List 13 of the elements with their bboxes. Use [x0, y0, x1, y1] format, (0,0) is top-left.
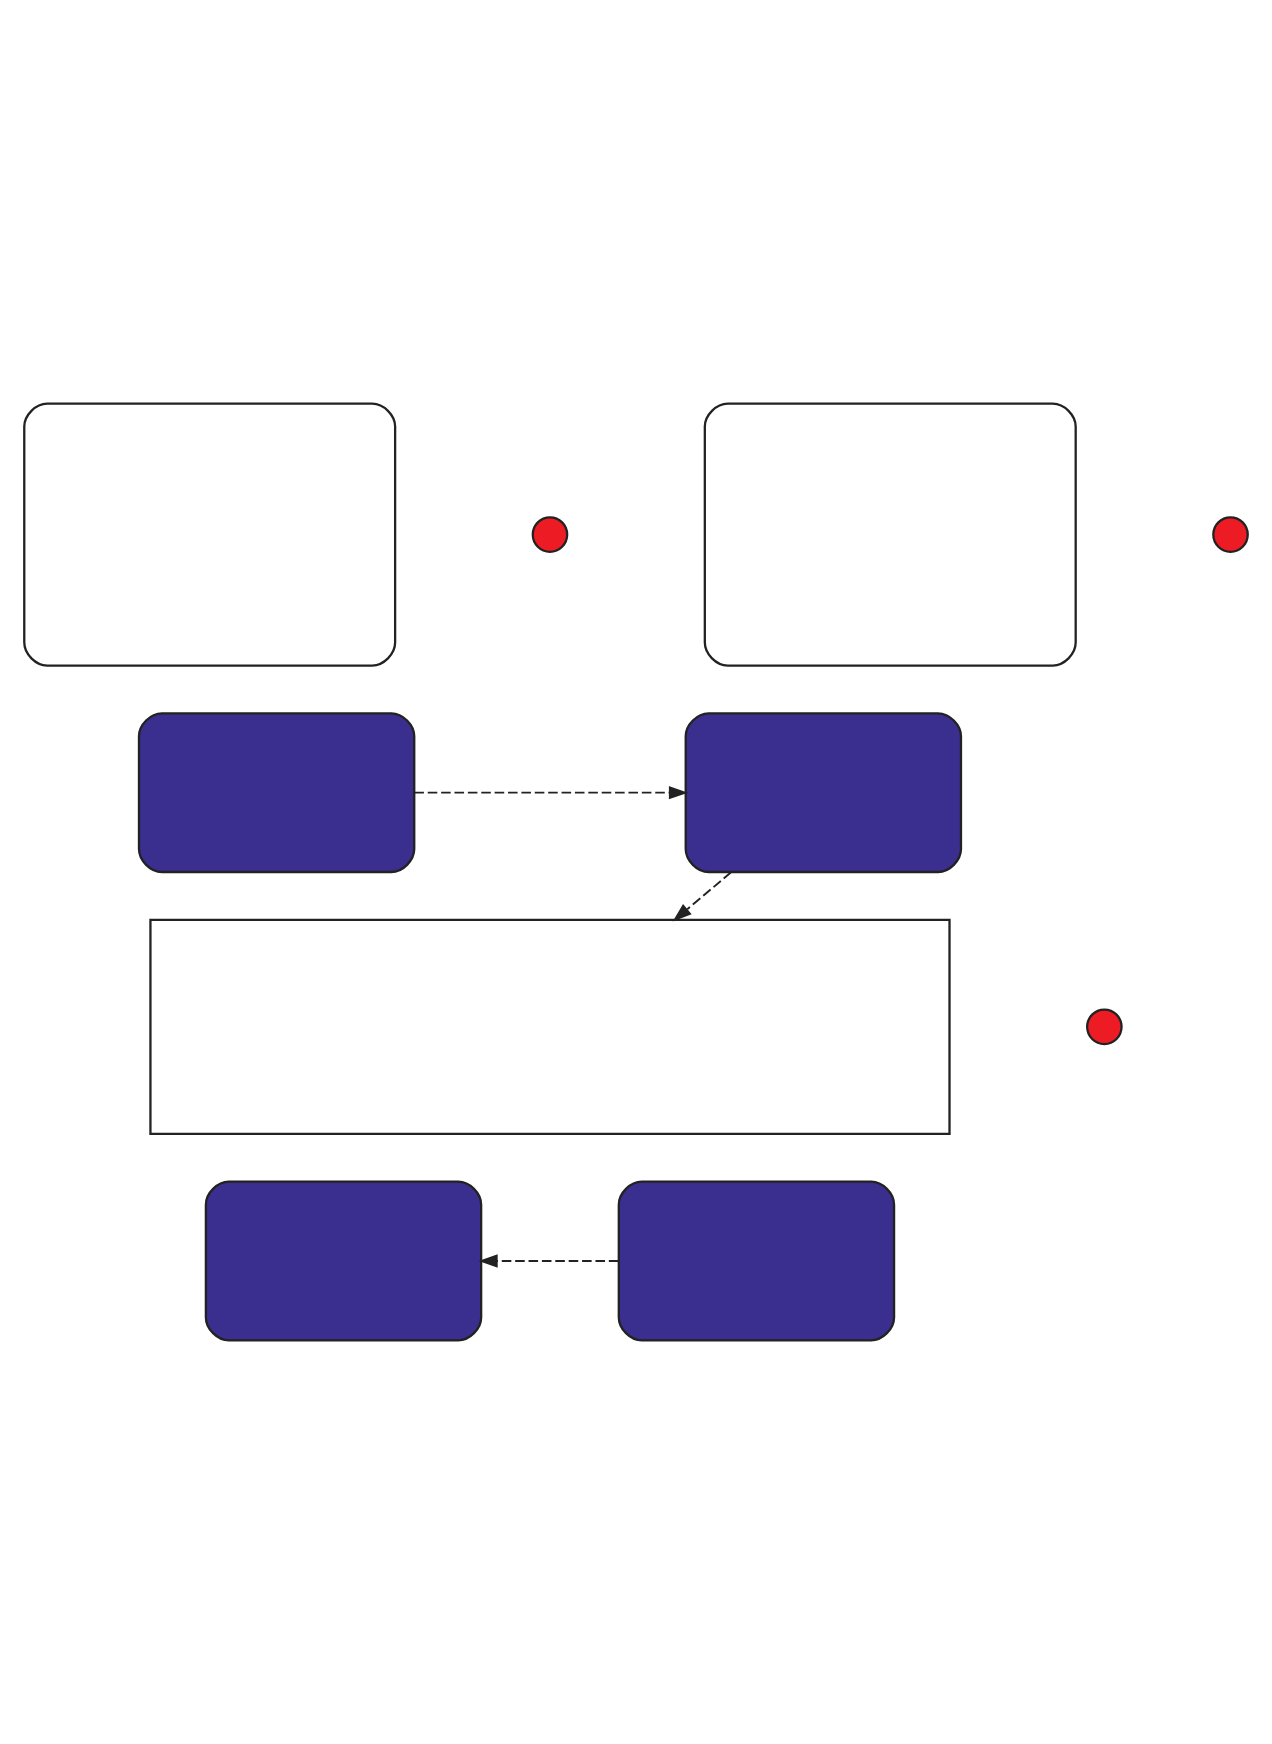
- node-box: [617, 1180, 896, 1342]
- node-box: [684, 712, 963, 874]
- node-circle: [1086, 1008, 1123, 1046]
- node-box: [204, 1180, 483, 1342]
- arrow: [478, 1254, 620, 1268]
- node-box: [23, 402, 397, 667]
- arrow: [672, 871, 732, 922]
- node-circle: [531, 516, 569, 553]
- node-box: [149, 918, 951, 1136]
- node-box: [137, 712, 416, 874]
- node-box: [703, 402, 1077, 667]
- arrow: [413, 785, 689, 800]
- node-circle: [1212, 516, 1249, 553]
